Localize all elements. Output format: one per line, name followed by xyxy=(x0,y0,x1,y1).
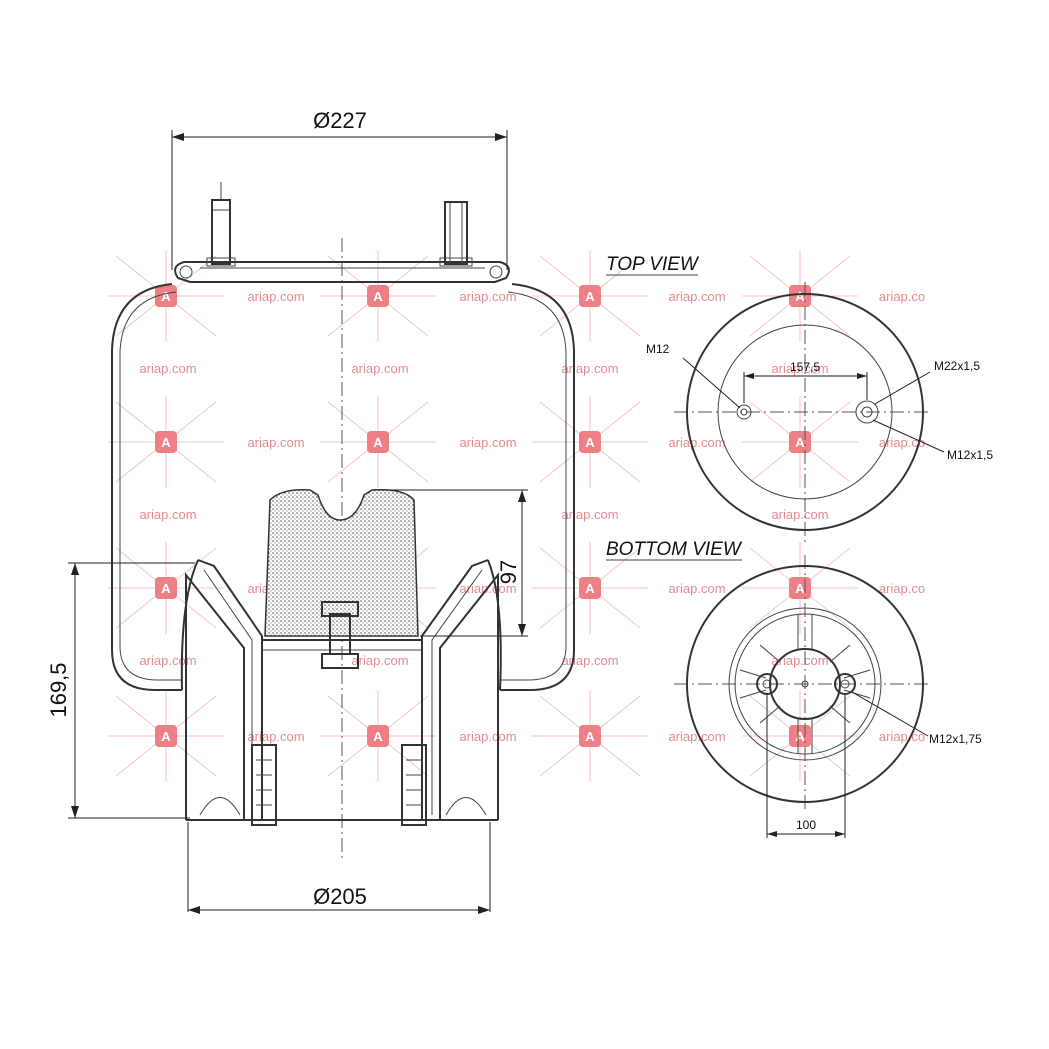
dim-height: 169,5 xyxy=(46,562,195,819)
bump-stop xyxy=(264,488,419,637)
watermark-badge: A xyxy=(108,396,224,488)
watermark-text: ariap.com xyxy=(668,289,725,304)
top-view: TOP VIEW 157,5 M12 M22x1,5 M12x1,5 xyxy=(606,254,993,545)
watermark-text: ariap.com xyxy=(668,729,725,744)
watermark-badge: A xyxy=(320,250,436,342)
watermark-text: ariap.com xyxy=(668,581,725,596)
dim-piston-height: 97 xyxy=(372,489,528,637)
watermark-text: ariap.com xyxy=(459,435,516,450)
watermark-text: ariap.com xyxy=(247,729,304,744)
watermark-text: ariap.co xyxy=(879,289,925,304)
watermark-text: ariap.com xyxy=(561,361,618,376)
bellows-inner xyxy=(119,291,567,681)
watermark-text: ariap.com xyxy=(668,435,725,450)
watermark-badge: A xyxy=(532,396,648,488)
svg-text:A: A xyxy=(161,289,171,304)
bottom-view: BOTTOM VIEW xyxy=(606,539,982,838)
watermark-badge: A xyxy=(742,690,858,782)
label-left-stud: M12 xyxy=(646,342,670,356)
bellows-outer xyxy=(111,283,575,691)
label-air-fitting: M22x1,5 xyxy=(934,359,980,373)
watermark-badge: A xyxy=(532,690,648,782)
svg-text:A: A xyxy=(373,729,383,744)
label-bottom-bolt-spacing: 100 xyxy=(796,818,816,832)
watermark-text: ariap.co xyxy=(879,729,925,744)
svg-text:A: A xyxy=(795,581,805,596)
label-height: 169,5 xyxy=(46,662,71,717)
watermark-text: ariap.com xyxy=(139,507,196,522)
watermark-text: ariap.com xyxy=(561,653,618,668)
svg-text:A: A xyxy=(161,729,171,744)
svg-text:A: A xyxy=(585,581,595,596)
watermark-text: ariap.com xyxy=(459,289,516,304)
watermark-text: ariap.com xyxy=(771,361,828,376)
watermark-text: ariap.com xyxy=(247,435,304,450)
watermark-text: ariap.com xyxy=(139,361,196,376)
watermark-text: ariap.com xyxy=(247,289,304,304)
label-bottom-diameter: Ø205 xyxy=(313,884,367,909)
watermark-badge: A xyxy=(742,542,858,634)
svg-text:A: A xyxy=(795,435,805,450)
watermark-badge: A xyxy=(108,690,224,782)
label-right-stud: M12x1,5 xyxy=(947,448,993,462)
watermark-text: ariap.com xyxy=(561,507,618,522)
svg-text:A: A xyxy=(373,435,383,450)
watermark-text: ariap.co xyxy=(879,581,925,596)
bottom-view-title: BOTTOM VIEW xyxy=(606,539,743,560)
label-piston-height: 97 xyxy=(496,560,521,584)
svg-text:A: A xyxy=(795,289,805,304)
watermark-badge: A xyxy=(320,690,436,782)
watermark-badge: A xyxy=(108,250,224,342)
watermark-text: ariap.com xyxy=(351,653,408,668)
piston-ribs xyxy=(739,614,871,754)
label-bottom-thread: M12x1,75 xyxy=(929,732,982,746)
watermark-text: ariap.com xyxy=(351,361,408,376)
top-view-title: TOP VIEW xyxy=(606,254,700,275)
label-top-diameter: Ø227 xyxy=(313,108,367,133)
top-air-fitting xyxy=(439,201,473,267)
watermark-badge: A xyxy=(320,396,436,488)
watermark-badge: A xyxy=(532,542,648,634)
svg-text:A: A xyxy=(161,435,171,450)
bottom-bolt-right xyxy=(401,744,427,826)
dim-bottom-diameter: Ø205 xyxy=(187,822,491,914)
dim-top-diameter: Ø227 xyxy=(171,108,508,270)
watermark-text: ariap.com xyxy=(771,507,828,522)
bottom-bolt-left xyxy=(251,744,277,826)
watermark-text: ariap.com xyxy=(139,653,196,668)
watermark-badge: A xyxy=(742,396,858,488)
watermark-badge: A xyxy=(108,542,224,634)
side-view: Ø227 Ø205 169,5 97 xyxy=(46,108,575,914)
svg-text:A: A xyxy=(373,289,383,304)
svg-text:A: A xyxy=(585,729,595,744)
watermark-layer: AAAAAAAAAAAAAAAAariap.comariap.comariap.… xyxy=(108,250,925,782)
svg-text:A: A xyxy=(585,289,595,304)
label-top-bolt-spacing: 157,5 xyxy=(790,360,820,374)
top-stud-left xyxy=(206,182,236,267)
watermark-text: ariap.com xyxy=(771,653,828,668)
watermark-badge: A xyxy=(532,250,648,342)
watermark-badge: A xyxy=(742,250,858,342)
svg-text:A: A xyxy=(585,435,595,450)
top-bead-plate xyxy=(174,261,510,283)
svg-text:A: A xyxy=(795,729,805,744)
svg-text:A: A xyxy=(161,581,171,596)
watermark-text: ariap.com xyxy=(459,729,516,744)
